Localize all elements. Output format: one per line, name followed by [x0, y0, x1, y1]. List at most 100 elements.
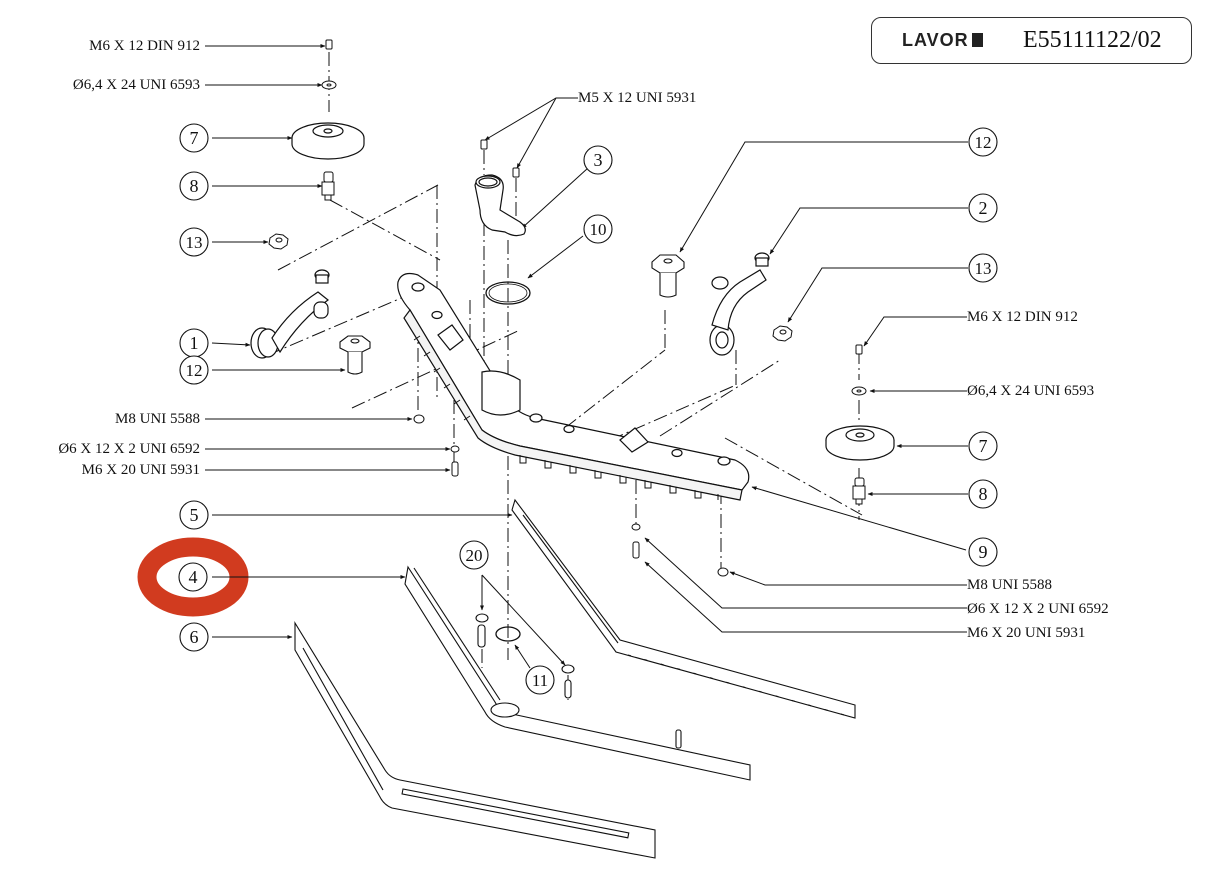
label-top-screws: M5 X 12 UNI 5931: [578, 90, 697, 106]
balloon-circle: [179, 500, 209, 530]
balloon-number: 12: [975, 133, 992, 152]
balloon-circle: [179, 355, 209, 385]
balloon-4: 4: [178, 562, 208, 592]
foot-left: [339, 335, 371, 375]
balloon-5: 5: [179, 500, 209, 530]
balloon-number: 11: [532, 671, 548, 690]
foot-right: [651, 254, 685, 298]
brand-name: LAVOR: [902, 30, 969, 50]
balloon-7: 7: [179, 123, 209, 153]
leader-line: [481, 574, 566, 666]
blade-holder: [404, 565, 751, 781]
label-right-screw-bottom: M6 X 20 UNI 5931: [967, 625, 1086, 641]
balloon-circle: [459, 540, 489, 570]
leader-line: [644, 561, 967, 633]
balloon-circle: [968, 431, 998, 461]
balloon-number: 5: [190, 505, 199, 525]
leader-line: [863, 316, 967, 347]
balloon-number: 10: [590, 220, 607, 239]
balloon-circle: [583, 145, 613, 175]
balloon-number: 9: [979, 542, 988, 562]
balloon-number: 13: [186, 233, 203, 252]
balloon-6: 6: [179, 622, 209, 652]
balloon-circle: [968, 253, 998, 283]
balloon-circle: [583, 214, 613, 244]
brand-logo: LAVOR: [902, 30, 983, 51]
balloon-circle: [968, 193, 998, 223]
balloon-circle: [178, 562, 208, 592]
wheel-disk-left: [291, 122, 365, 160]
balloon-2: 2: [968, 193, 998, 223]
balloon-12: 12: [968, 127, 998, 157]
balloon-circle: [968, 479, 998, 509]
balloon-circle: [179, 123, 209, 153]
squeegee-body: [397, 272, 750, 501]
leader-line: [521, 167, 589, 229]
balloon-circle: [179, 171, 209, 201]
brand-logo-mark: [971, 33, 983, 47]
leader-line: [516, 97, 557, 169]
leader-line: [769, 207, 968, 255]
balloon-circle: [968, 127, 998, 157]
balloon-circle: [525, 665, 555, 695]
balloon-circle: [179, 227, 209, 257]
balloon-circle: [968, 537, 998, 567]
balloon-11: 11: [525, 665, 555, 695]
leader-line: [729, 571, 967, 586]
balloon-number: 13: [975, 259, 992, 278]
balloon-number: 8: [979, 484, 988, 504]
label-left-screw-top: M6 X 12 DIN 912: [89, 38, 200, 54]
leader-line: [514, 644, 531, 669]
balloon-3: 3: [583, 145, 613, 175]
title-block: LAVOR E55111122/02: [871, 17, 1192, 64]
balloon-circle: [179, 622, 209, 652]
leader-line: [527, 235, 584, 279]
label-right-washer-bottom: Ø6 X 12 X 2 UNI 6592: [967, 601, 1109, 617]
front-blade: [294, 621, 656, 859]
balloon-number: 4: [189, 567, 198, 587]
balloon-20: 20: [459, 540, 489, 570]
label-left-nut: M8 UNI 5588: [115, 411, 200, 427]
o-ring-10: [485, 281, 531, 305]
balloon-number: 7: [190, 128, 199, 148]
balloon-8: 8: [179, 171, 209, 201]
leader-line: [211, 342, 251, 347]
rear-blade: [511, 498, 856, 719]
balloon-number: 12: [186, 361, 203, 380]
label-left-washer-bottom: Ø6 X 12 X 2 UNI 6592: [58, 441, 200, 457]
leader-line: [484, 97, 578, 141]
balloon-12: 12: [179, 355, 209, 385]
label-right-screw-top: M6 X 12 DIN 912: [967, 309, 1078, 325]
balloon-number: 1: [190, 333, 199, 353]
suction-elbow: [474, 174, 526, 237]
balloon-7: 7: [968, 431, 998, 461]
balloon-number: 2: [979, 198, 988, 218]
balloon-number: 8: [190, 176, 199, 196]
balloon-1: 1: [179, 328, 209, 358]
balloon-number: 3: [594, 150, 603, 170]
wheel-arm-left: [250, 269, 330, 359]
knob-left: [268, 233, 289, 250]
balloon-13: 13: [179, 227, 209, 257]
leader-line: [644, 537, 967, 609]
label-right-nut: M8 UNI 5588: [967, 577, 1052, 593]
drawing-code: E55111122/02: [1023, 27, 1162, 53]
wheel-disk-right: [825, 425, 895, 461]
leader-line: [679, 141, 968, 253]
balloon-8: 8: [968, 479, 998, 509]
label-left-screw-bottom: M6 X 20 UNI 5931: [81, 462, 200, 478]
balloon-13: 13: [968, 253, 998, 283]
o-ring-11: [495, 626, 521, 642]
balloon-10: 10: [583, 214, 613, 244]
wheel-arm-right: [709, 252, 770, 356]
knob-right: [772, 325, 793, 342]
label-right-washer-top: Ø6,4 X 24 UNI 6593: [967, 383, 1095, 399]
leader-line: [787, 267, 968, 323]
balloon-number: 6: [190, 627, 199, 647]
balloon-9: 9: [968, 537, 998, 567]
balloon-number: 7: [979, 436, 988, 456]
label-left-washer-top: Ø6,4 X 24 UNI 6593: [72, 77, 200, 93]
balloon-number: 20: [466, 546, 483, 565]
